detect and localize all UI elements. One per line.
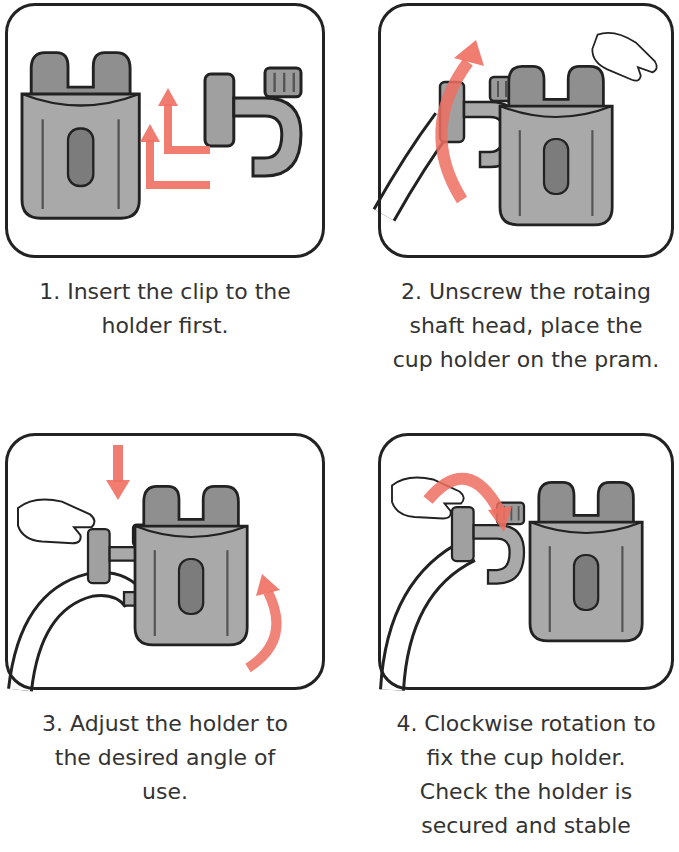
step-2-illustration xyxy=(384,28,663,225)
instruction-text: 4. Clockwise rotation to fix the cup hol… xyxy=(395,707,657,843)
cup-holder xyxy=(135,486,247,644)
step-panel: 4. Clockwise rotation to fix the cup hol… xyxy=(378,433,674,690)
arrow xyxy=(168,104,210,150)
step-1-illustration xyxy=(22,53,301,219)
arrow xyxy=(150,140,210,185)
arrow xyxy=(113,445,123,482)
pram-tube xyxy=(392,550,470,690)
arrow xyxy=(441,62,468,200)
step-panel: 3. Adjust the holder to the desired angl… xyxy=(5,433,325,690)
step-caption: 3. Adjust the holder to the desired angl… xyxy=(39,707,291,809)
pram-tube xyxy=(20,584,135,690)
arrow xyxy=(248,592,276,668)
step-4-illustration xyxy=(392,478,642,691)
arrow-head xyxy=(158,88,178,106)
step-panel: 1. Insert the clip to the holder first. xyxy=(5,3,325,258)
instruction-text: 1. Insert the clip to the holder first. xyxy=(39,275,291,343)
step-3-illustration xyxy=(18,445,280,690)
arrow xyxy=(428,479,500,512)
arrow-head xyxy=(256,574,280,596)
step-panel: 2. Unscrew the rotaing shaft head, place… xyxy=(378,3,674,258)
pram-tube xyxy=(392,550,470,690)
cup-holder xyxy=(22,53,139,219)
step-caption: 1. Insert the clip to the holder first. xyxy=(39,275,291,343)
arrow-head xyxy=(488,506,512,532)
hand xyxy=(18,499,94,543)
clip xyxy=(452,503,524,584)
clip xyxy=(205,68,301,176)
arrow-head xyxy=(140,124,160,142)
arrow-head xyxy=(106,480,130,500)
instruction-text: 3. Adjust the holder to the desired angl… xyxy=(39,707,291,809)
hand xyxy=(587,28,663,87)
step-caption: 4. Clockwise rotation to fix the cup hol… xyxy=(395,707,657,843)
arrow-head xyxy=(454,40,484,66)
instruction-text: 2. Unscrew the rotaing shaft head, place… xyxy=(387,275,665,377)
cup-holder xyxy=(530,482,642,640)
step-caption: 2. Unscrew the rotaing shaft head, place… xyxy=(387,275,665,377)
pram-tube xyxy=(20,584,135,690)
cup-holder xyxy=(500,66,612,224)
